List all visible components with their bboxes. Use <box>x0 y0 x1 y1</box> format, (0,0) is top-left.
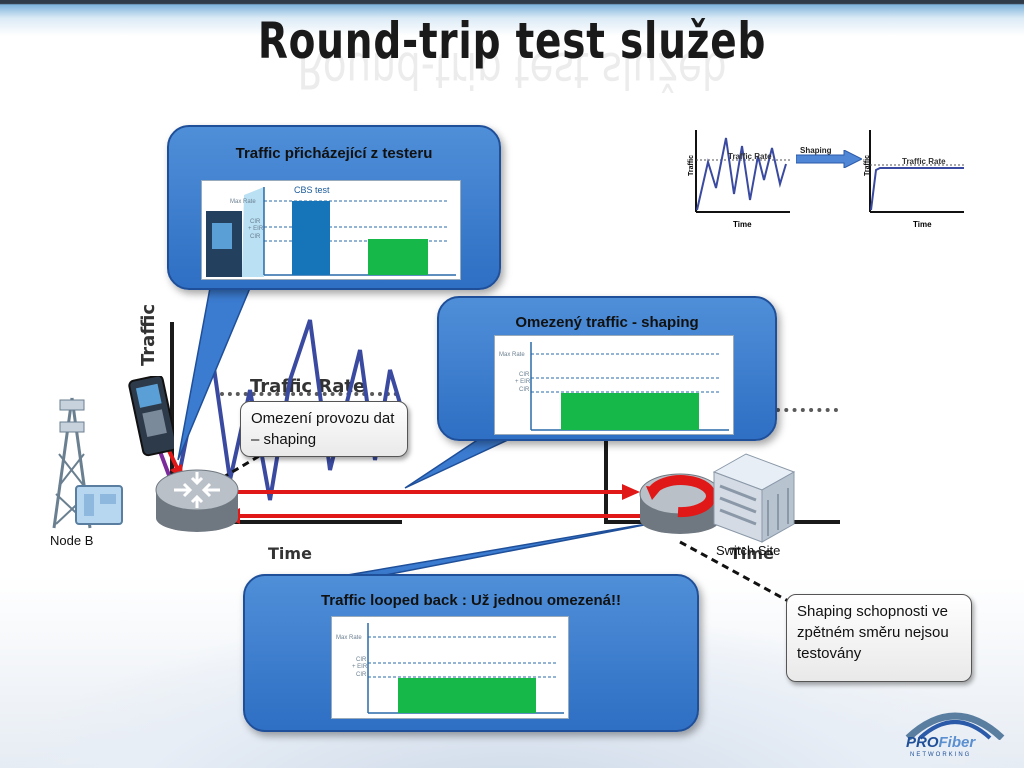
slide-title: Round-trip test služeb <box>257 12 767 70</box>
logo-brand-pro: PRO <box>906 734 939 751</box>
tester-device-icon[interactable] <box>126 376 174 460</box>
shaped-max-rate-label: Max Rate <box>499 352 525 358</box>
shaping-arrow-icon <box>796 150 862 168</box>
callout-shaped-title: Omezený traffic - shaping <box>515 314 699 331</box>
shaped-chart-svg: Max Rate CIR + EIR CIR <box>499 342 729 431</box>
shaped-cir-label: CIR <box>519 387 530 393</box>
bg-left-xlabel: Time <box>268 544 312 563</box>
bg-right-xlabel: Time <box>730 544 774 563</box>
callout-looped-back: Traffic looped back : Už jednou omezená!… <box>243 574 699 732</box>
switch-site-label: Switch Site <box>716 543 781 558</box>
logo-brand-fiber: Fiber <box>938 734 976 751</box>
shaping-arrow-label: Shaping <box>800 146 832 155</box>
cell-tower-icon <box>52 397 123 529</box>
cbs-committed-bar <box>368 239 428 275</box>
profiber-logo: PROFiber NETWORKING <box>900 700 1010 762</box>
looped-max-rate-label: Max Rate <box>336 635 362 641</box>
switch-site-building-icon <box>712 453 796 543</box>
before-xlabel: Time <box>733 220 752 229</box>
callout-looped-title: Traffic looped back : Už jednou omezená!… <box>320 592 622 609</box>
traffic-before-shaping-chart <box>695 130 790 213</box>
after-xlabel: Time <box>913 220 932 229</box>
looped-cir-eir-label-2: + EIR <box>352 664 368 670</box>
looped-committed-bar <box>398 678 536 713</box>
looped-chart-svg: Max Rate CIR + EIR CIR <box>336 623 564 714</box>
callout-incoming-title: Traffic přicházející z testeru <box>235 145 433 162</box>
shaped-traffic-chart: Max Rate CIR + EIR CIR <box>494 335 734 435</box>
note-shaping-limit: Omezení provozu dat – shaping <box>240 401 408 457</box>
looped-traffic-chart: Max Rate CIR + EIR CIR <box>331 616 569 719</box>
bg-right-rate-line <box>776 408 838 412</box>
bg-right-y-axis <box>604 430 608 524</box>
cbs-cir-eir-label-1: CIR <box>250 219 261 225</box>
logo-tagline: NETWORKING <box>910 752 972 758</box>
shaped-committed-bar <box>561 393 699 430</box>
logo-arch-icon <box>905 712 1005 740</box>
bg-left-x-axis <box>170 520 402 524</box>
callout-incoming-traffic: Traffic přicházející z testeru CBS test … <box>167 125 501 290</box>
cbs-chart-title: CBS test <box>294 185 330 195</box>
looped-cir-eir-label-1: CIR <box>356 657 367 663</box>
shaped-cir-eir-label-2: + EIR <box>515 379 531 385</box>
cbs-max-rate-label: Max Rate <box>230 199 256 205</box>
bg-left-rate-label: Traffic Rate <box>250 376 366 397</box>
traffic-after-shaping-chart <box>869 130 964 213</box>
cbs-cir-label: CIR <box>250 234 261 240</box>
cbs-test-chart-svg: CBS test Max Rate CIR + EIR CIR <box>206 185 456 277</box>
callout-shaped-traffic: Omezený traffic - shaping Max Rate CIR +… <box>437 296 777 441</box>
cbs-test-chart: CBS test Max Rate CIR + EIR CIR <box>201 180 461 280</box>
looped-cir-label: CIR <box>356 672 367 678</box>
title-band <box>0 0 1024 60</box>
node-b-label: Node B <box>50 533 94 548</box>
after-rate-label: Traffic Rate <box>902 157 946 166</box>
cbs-cir-eir-label-2: + EIR <box>248 226 264 232</box>
shaped-cir-eir-label-1: CIR <box>519 372 530 378</box>
note-reverse-untested: Shaping schopnosti ve zpětném směru nejs… <box>786 594 972 682</box>
before-rate-label: Traffic Rate <box>728 152 772 161</box>
router-left-icon[interactable] <box>154 466 240 546</box>
cbs-burst-bar <box>292 201 330 275</box>
bg-left-rate-line <box>220 392 398 396</box>
